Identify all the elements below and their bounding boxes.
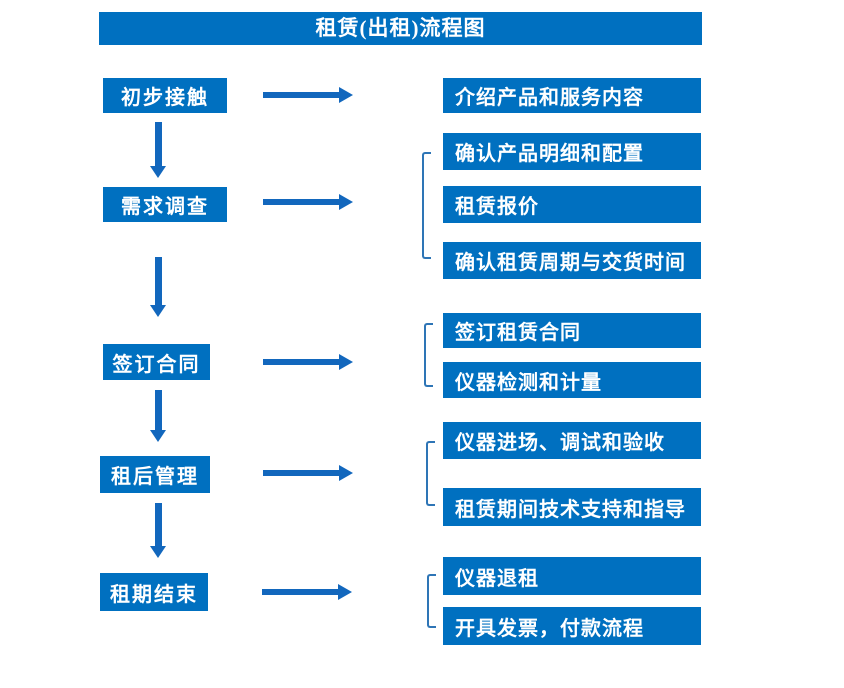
arrow-head bbox=[338, 584, 352, 600]
down-arrow-1 bbox=[150, 122, 167, 178]
group-bracket-demand-survey bbox=[422, 152, 431, 259]
detail-box-instrument-setup-acceptance: 仪器进场、调试和验收 bbox=[443, 422, 701, 459]
detail-box-instrument-return: 仪器退租 bbox=[443, 557, 701, 595]
detail-box-sign-rental-contract: 签订租赁合同 bbox=[443, 313, 701, 348]
stage-box-demand-survey: 需求调查 bbox=[103, 187, 227, 222]
down-arrow-3 bbox=[150, 390, 167, 442]
group-bracket-post-rental bbox=[426, 441, 435, 506]
arrow-shaft bbox=[263, 359, 340, 365]
arrow-head bbox=[339, 354, 353, 370]
right-arrow-2 bbox=[263, 194, 353, 210]
stage-box-initial-contact: 初步接触 bbox=[103, 78, 227, 113]
down-arrow-4 bbox=[150, 503, 167, 558]
arrow-head bbox=[339, 465, 353, 481]
arrow-shaft bbox=[155, 122, 162, 166]
arrow-shaft bbox=[262, 589, 339, 595]
arrow-shaft bbox=[263, 92, 340, 98]
arrow-shaft bbox=[155, 503, 162, 546]
stage-box-rental-end: 租期结束 bbox=[100, 573, 208, 611]
detail-box-confirm-period-delivery: 确认租赁周期与交货时间 bbox=[443, 242, 701, 279]
arrow-head bbox=[150, 305, 166, 317]
detail-box-confirm-product-config: 确认产品明细和配置 bbox=[443, 133, 701, 170]
right-arrow-4 bbox=[263, 465, 353, 481]
arrow-shaft bbox=[155, 257, 162, 305]
group-bracket-sign-contract bbox=[424, 323, 433, 387]
arrow-head bbox=[150, 430, 166, 442]
right-arrow-1 bbox=[263, 87, 353, 103]
group-bracket-rental-end bbox=[427, 574, 436, 628]
detail-box-tech-support: 租赁期间技术支持和指导 bbox=[443, 488, 701, 526]
arrow-shaft bbox=[263, 470, 340, 476]
stage-box-sign-contract: 签订合同 bbox=[103, 344, 210, 380]
arrow-shaft bbox=[263, 199, 340, 205]
arrow-head bbox=[150, 166, 166, 178]
right-arrow-5 bbox=[262, 584, 352, 600]
detail-box-instrument-testing: 仪器检测和计量 bbox=[443, 362, 701, 398]
detail-box-invoice-payment: 开具发票，付款流程 bbox=[443, 607, 701, 645]
stage-box-post-rental-management: 租后管理 bbox=[100, 456, 210, 493]
arrow-head bbox=[339, 194, 353, 210]
detail-box-rental-quote: 租赁报价 bbox=[443, 186, 701, 223]
right-arrow-3 bbox=[263, 354, 353, 370]
arrow-head bbox=[339, 87, 353, 103]
arrow-shaft bbox=[155, 390, 162, 430]
arrow-head bbox=[150, 546, 166, 558]
detail-box-introduce-products: 介绍产品和服务内容 bbox=[443, 78, 701, 113]
down-arrow-2 bbox=[150, 257, 167, 317]
flowchart-title: 租赁(出租)流程图 bbox=[99, 12, 702, 45]
